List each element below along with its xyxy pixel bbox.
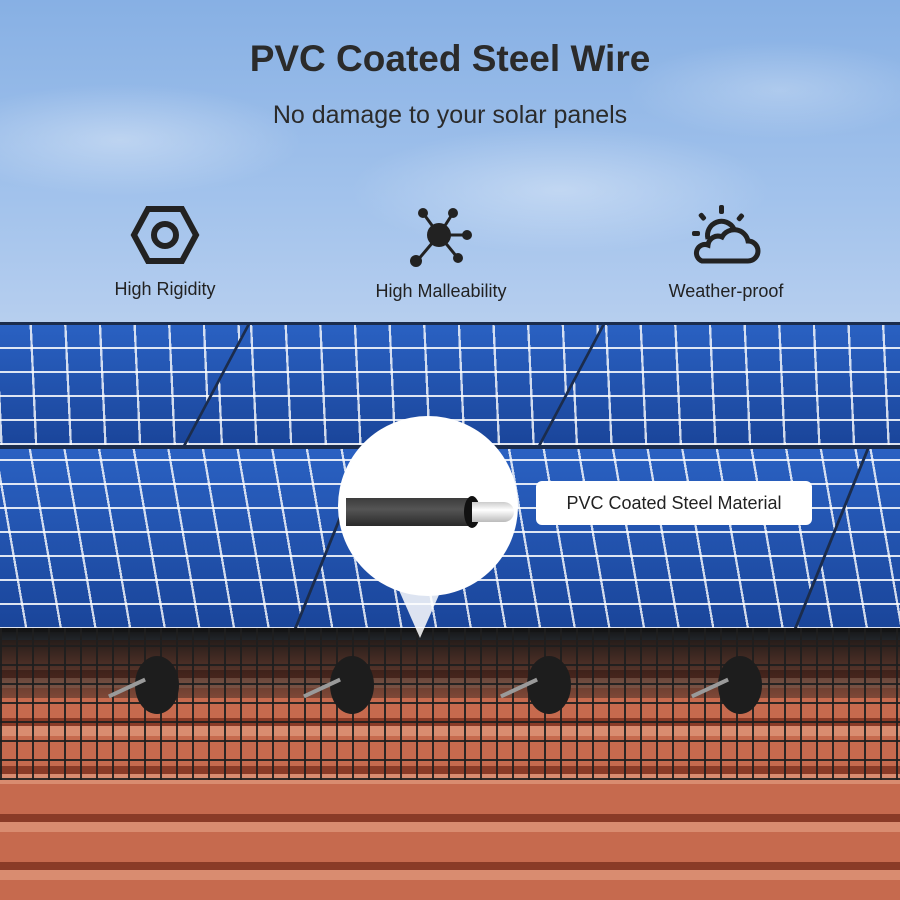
- pvc-coating: [346, 498, 473, 526]
- wire-zoom-bubble: [338, 416, 518, 596]
- feature-label: High Malleability: [375, 281, 507, 301]
- feature-label: Weather-proof: [668, 281, 784, 301]
- page-subtitle: No damage to your solar panels: [272, 101, 628, 129]
- mesh-clip: [330, 656, 374, 714]
- wire-mesh-guard: [0, 628, 900, 780]
- feature-label: High Rigidity: [114, 279, 216, 299]
- steel-core: [472, 502, 514, 522]
- mesh-clip: [527, 656, 571, 714]
- sun-cloud-icon: [692, 205, 761, 264]
- page-title: PVC Coated Steel Wire: [249, 38, 651, 79]
- sky-background: [0, 0, 900, 340]
- callout-label: PVC Coated Steel Material: [536, 481, 812, 525]
- feature-high-rigidity: High Rigidity: [65, 205, 265, 300]
- feature-weather-proof: Weather-proof: [626, 205, 826, 302]
- mesh-clip: [718, 656, 762, 714]
- hexagon-nut-icon: [130, 206, 200, 264]
- mesh-clip: [135, 656, 179, 714]
- callout-pointer: [398, 588, 442, 638]
- molecule-network-icon: [410, 208, 472, 267]
- feature-high-malleability: High Malleability: [341, 205, 541, 302]
